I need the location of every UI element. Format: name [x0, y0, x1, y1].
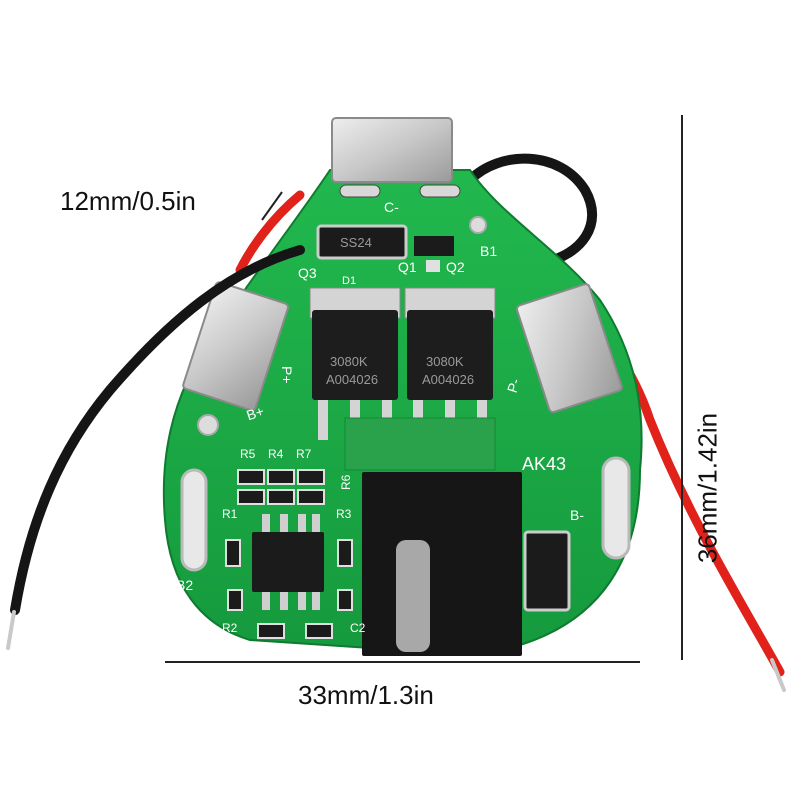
height-dimension-label: 36mm/1.42in	[692, 412, 723, 564]
silk-r3: R3	[336, 507, 352, 521]
solder-pad	[339, 184, 381, 198]
silk-b-minus: B-	[570, 507, 584, 523]
silk-b1: B1	[480, 243, 497, 259]
dc-pin	[396, 540, 430, 652]
mosfet-right-lot: A004026	[422, 372, 474, 387]
silk-q3: Q3	[298, 265, 317, 281]
diode-marking: SS24	[340, 235, 372, 250]
thickness-leader-line	[261, 191, 283, 221]
protection-ic	[252, 532, 324, 592]
ic-pins	[262, 514, 320, 610]
mounting-hole	[197, 414, 219, 436]
silk-c-minus: C-	[384, 199, 399, 215]
mosfet-left-lot: A004026	[326, 372, 378, 387]
tab-p-plus	[182, 281, 290, 412]
silk-b2: B2	[176, 577, 193, 593]
black-wire-tip	[6, 610, 16, 650]
red-wire-tip	[770, 658, 786, 692]
mosfet-right-part: 3080K	[426, 354, 464, 369]
mosfet-left-part: 3080K	[330, 354, 368, 369]
silk-r7: R7	[296, 447, 312, 461]
thickness-dimension-label: 12mm/0.5in	[60, 186, 196, 216]
mounting-slot-right	[601, 456, 631, 560]
silk-r1: R1	[222, 507, 238, 521]
silk-c2: C2	[350, 621, 366, 635]
diode-right	[523, 530, 571, 612]
ground-pad	[344, 417, 496, 471]
black-wire-loop	[465, 153, 598, 267]
silk-r2: R2	[222, 621, 238, 635]
tab-p-minus	[515, 283, 623, 414]
silk-r6: R6	[339, 474, 353, 490]
silk-q1: Q1	[398, 259, 417, 275]
silk-p-minus: P-	[504, 376, 524, 395]
width-dimension-label: 33mm/1.3in	[298, 680, 434, 710]
resistors	[225, 469, 353, 639]
mosfet-right	[407, 310, 493, 400]
small-transistor	[426, 260, 440, 272]
small-transistor	[414, 236, 454, 256]
silk-r4: R4	[268, 447, 284, 461]
mounting-hole	[469, 216, 487, 234]
silk-d1: D1	[342, 275, 356, 287]
silk-q2: Q2	[446, 259, 465, 275]
mosfet-left	[312, 310, 398, 400]
silk-b-plus: B+	[244, 403, 266, 424]
dc-socket	[362, 472, 522, 656]
silk-r5: R5	[240, 447, 256, 461]
solder-pad	[419, 184, 461, 198]
silk-p-plus: P+	[279, 366, 295, 384]
silk-model: AK43	[522, 454, 566, 474]
diode-d1	[316, 224, 408, 260]
mounting-slot-left	[180, 468, 208, 572]
tab-c-minus	[331, 117, 453, 183]
black-wire	[10, 245, 305, 615]
